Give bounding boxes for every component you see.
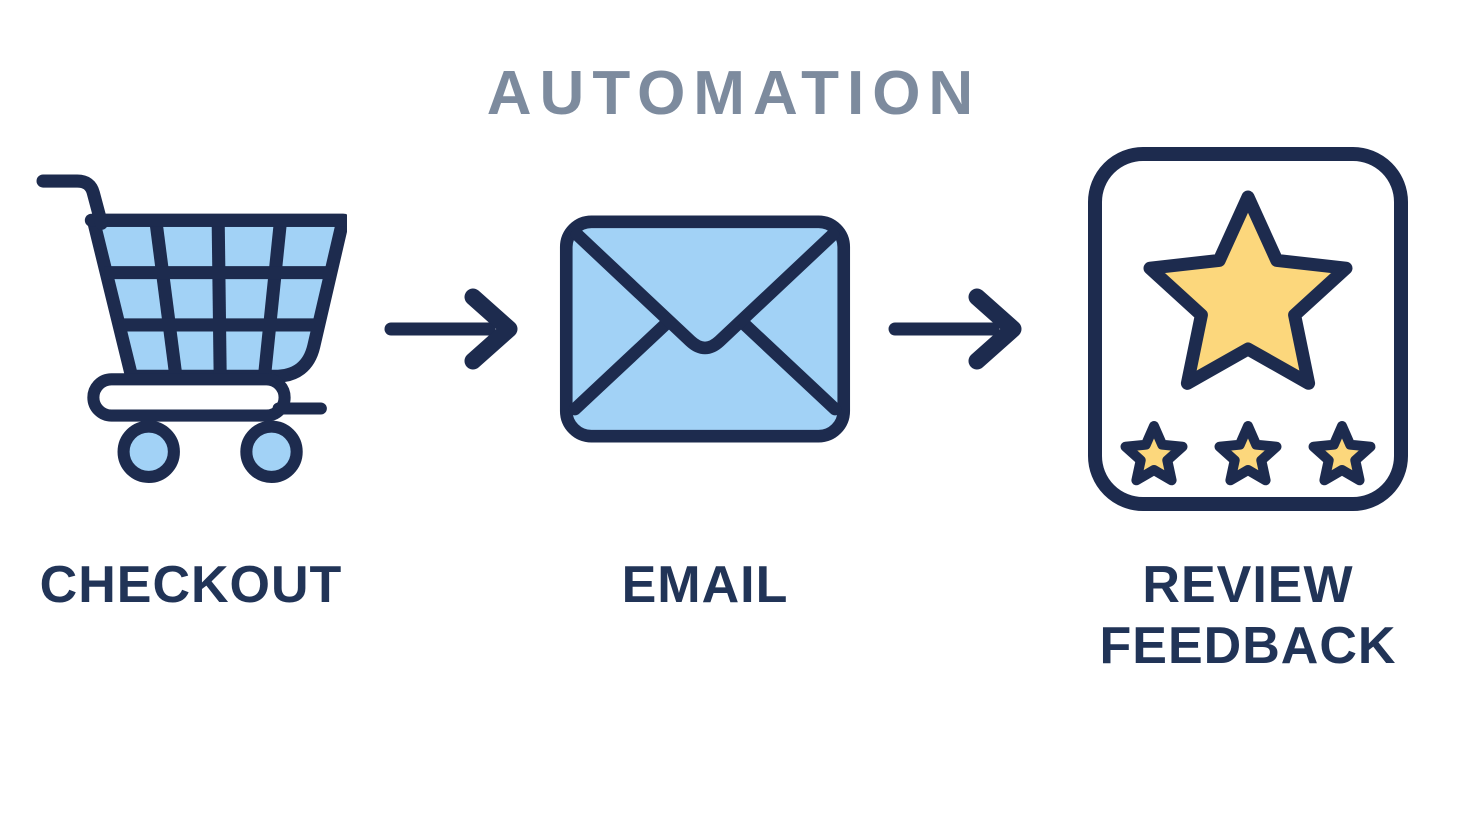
- arrow-right-icon: [887, 139, 1027, 519]
- step-checkout: CHECKOUT: [35, 139, 347, 616]
- flow-row: CHECKOUT: [0, 139, 1468, 678]
- step-label-email: EMAIL: [621, 556, 789, 614]
- step-email: EMAIL: [559, 139, 851, 616]
- shopping-cart-icon: [35, 139, 347, 519]
- review-feedback-icon: [1086, 139, 1410, 519]
- step-label-checkout: CHECKOUT: [39, 556, 343, 614]
- step-review-feedback: REVIEW FEEDBACK: [1063, 139, 1433, 678]
- page-title: AUTOMATION: [486, 59, 982, 128]
- arrow-right-icon: [383, 139, 523, 519]
- step-label-review-feedback: REVIEW FEEDBACK: [1099, 556, 1397, 676]
- envelope-icon: [559, 139, 851, 519]
